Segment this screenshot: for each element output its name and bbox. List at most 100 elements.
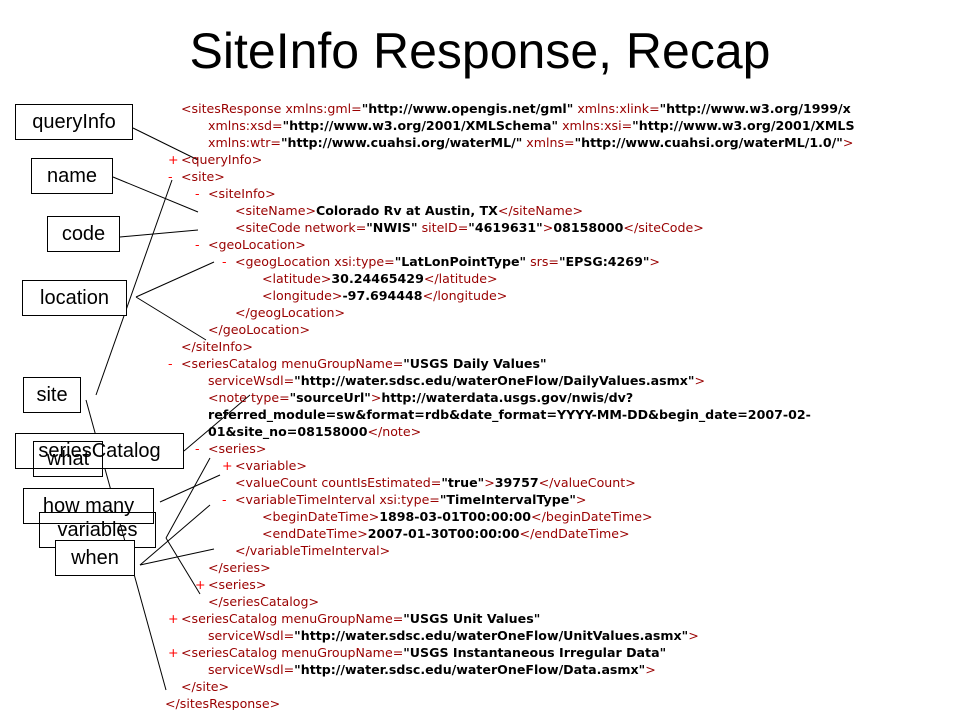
xml-token: > (649, 254, 660, 269)
xml-line: -<geoLocation> (195, 236, 306, 253)
xml-token: http://waterdata.usgs.gov/nwis/dv? (381, 390, 634, 405)
xml-line: +<queryInfo> (168, 151, 262, 168)
xml-token: "http://water.sdsc.edu/waterOneFlow/Dail… (294, 373, 695, 388)
label-site: site (23, 377, 81, 413)
expand-marker[interactable]: + (168, 645, 179, 660)
slide-title: SiteInfo Response, Recap (189, 23, 771, 79)
xml-line: +<seriesCatalog menuGroupName="USGS Unit… (168, 610, 540, 627)
label-seriescatalog: seriesCatalog (15, 433, 184, 469)
xml-line: <siteCode network="NWIS" siteID="4619631… (235, 219, 704, 236)
xml-token: <latitude> (262, 271, 332, 286)
xml-token: "true" (441, 475, 485, 490)
xml-line: <note type="sourceUrl">http://waterdata.… (208, 389, 633, 406)
label-when: when (55, 540, 135, 576)
xml-token: "http://www.w3.org/2001/XMLSchema" (282, 118, 559, 133)
xml-token: 1898-03-01T00:00:00 (379, 509, 532, 524)
xml-token: </valueCount> (538, 475, 636, 490)
xml-line: -<site> (168, 168, 225, 185)
xml-token: network= (304, 220, 367, 235)
connector-site (95, 179, 173, 396)
collapse-marker[interactable]: - (168, 169, 173, 184)
xml-line: -<siteInfo> (195, 185, 276, 202)
xml-token: xmlns:xsd= (208, 118, 283, 133)
xml-token: <beginDateTime> (262, 509, 380, 524)
xml-line: -<series> (195, 440, 266, 457)
xml-line: -<seriesCatalog menuGroupName="USGS Dail… (168, 355, 547, 372)
expand-marker[interactable]: + (195, 577, 206, 592)
collapse-marker[interactable]: - (222, 254, 227, 269)
xml-token: </siteName> (497, 203, 584, 218)
label-location: location (22, 280, 127, 316)
xml-token: <geogLocation (235, 254, 335, 269)
xml-token: <valueCount (235, 475, 322, 490)
xml-token: xmlns:xsi= (558, 118, 633, 133)
xml-token: "4619631" (468, 220, 543, 235)
xml-token: "TimeIntervalType" (439, 492, 576, 507)
xml-token: 39757 (494, 475, 539, 490)
xml-line: </site> (181, 678, 229, 695)
xml-token: > (645, 662, 656, 677)
xml-token: xmlns:xlink= (573, 101, 660, 116)
xml-token: xmlns= (522, 135, 575, 150)
xml-line: serviceWsdl="http://water.sdsc.edu/water… (208, 661, 656, 678)
xml-token: 2007-01-30T00:00:00 (367, 526, 520, 541)
xml-token: countIsEstimated= (321, 475, 442, 490)
collapse-marker[interactable]: - (195, 186, 200, 201)
xml-token: menuGroupName= (281, 645, 404, 660)
xml-line: xmlns:wtr="http://www.cuahsi.org/waterML… (208, 134, 853, 151)
xml-token: > (688, 628, 699, 643)
xml-token: </siteCode> (623, 220, 704, 235)
collapse-marker[interactable]: - (195, 237, 200, 252)
label-name: name (31, 158, 113, 194)
xml-token: > (542, 220, 554, 235)
xml-line: </sitesResponse> (165, 695, 280, 710)
xml-token: xsi:type= (334, 254, 395, 269)
xml-token: <series> (208, 441, 267, 456)
collapse-marker[interactable]: - (222, 492, 227, 507)
xml-token: > (842, 135, 854, 150)
xml-token: "USGS Daily Values" (403, 356, 547, 371)
xml-token: </variableTimeInterval> (235, 543, 391, 558)
xml-token: </siteInfo> (181, 339, 253, 354)
xml-token: -97.694448 (342, 288, 423, 303)
connector-location-top (135, 261, 215, 298)
connector-variables-top (165, 457, 211, 539)
connector-when-top (139, 504, 211, 566)
xml-token: > (484, 475, 495, 490)
expand-marker[interactable]: + (222, 458, 233, 473)
xml-token: <queryInfo> (181, 152, 263, 167)
xml-token: <seriesCatalog (181, 611, 282, 626)
xml-token: <variable> (235, 458, 307, 473)
xml-token: </geoLocation> (208, 322, 311, 337)
label-code: code (47, 216, 120, 252)
collapse-marker[interactable]: - (195, 441, 200, 456)
xml-token: </series> (208, 560, 271, 575)
xml-token: "LatLonPointType" (394, 254, 527, 269)
xml-token: <note (208, 390, 251, 405)
xml-token: "sourceUrl" (289, 390, 371, 405)
xml-listing: <sitesResponse xmlns:gml="http://www.ope… (165, 100, 865, 710)
xml-token: "USGS Unit Values" (403, 611, 541, 626)
xml-token: 30.24465429 (331, 271, 424, 286)
xml-token: 01&site_no=08158000 (208, 424, 368, 439)
xml-token: <endDateTime> (262, 526, 368, 541)
xml-token: "http://www.w3.org/1999/x (659, 101, 851, 116)
connector-code (119, 229, 199, 238)
xml-token: Colorado Rv at Austin, TX (316, 203, 498, 218)
xml-token: <seriesCatalog (181, 356, 282, 371)
xml-line: 01&site_no=08158000</note> (208, 423, 421, 440)
collapse-marker[interactable]: - (168, 356, 173, 371)
xml-token: "http://www.w3.org/2001/XMLS (632, 118, 855, 133)
expand-marker[interactable]: + (168, 152, 179, 167)
xml-token: "http://water.sdsc.edu/waterOneFlow/Data… (294, 662, 646, 677)
xml-token: serviceWsdl= (208, 662, 295, 677)
xml-line: <siteName>Colorado Rv at Austin, TX</sit… (235, 202, 583, 219)
xml-token: </seriesCatalog> (208, 594, 320, 609)
xml-token: <series> (208, 577, 267, 592)
xml-token: </site> (181, 679, 230, 694)
label-queryinfo: queryInfo (15, 104, 133, 140)
expand-marker[interactable]: + (168, 611, 179, 626)
xml-line: <valueCount countIsEstimated="true">3975… (235, 474, 636, 491)
xml-line: </siteInfo> (181, 338, 253, 355)
xml-token: </latitude> (423, 271, 498, 286)
